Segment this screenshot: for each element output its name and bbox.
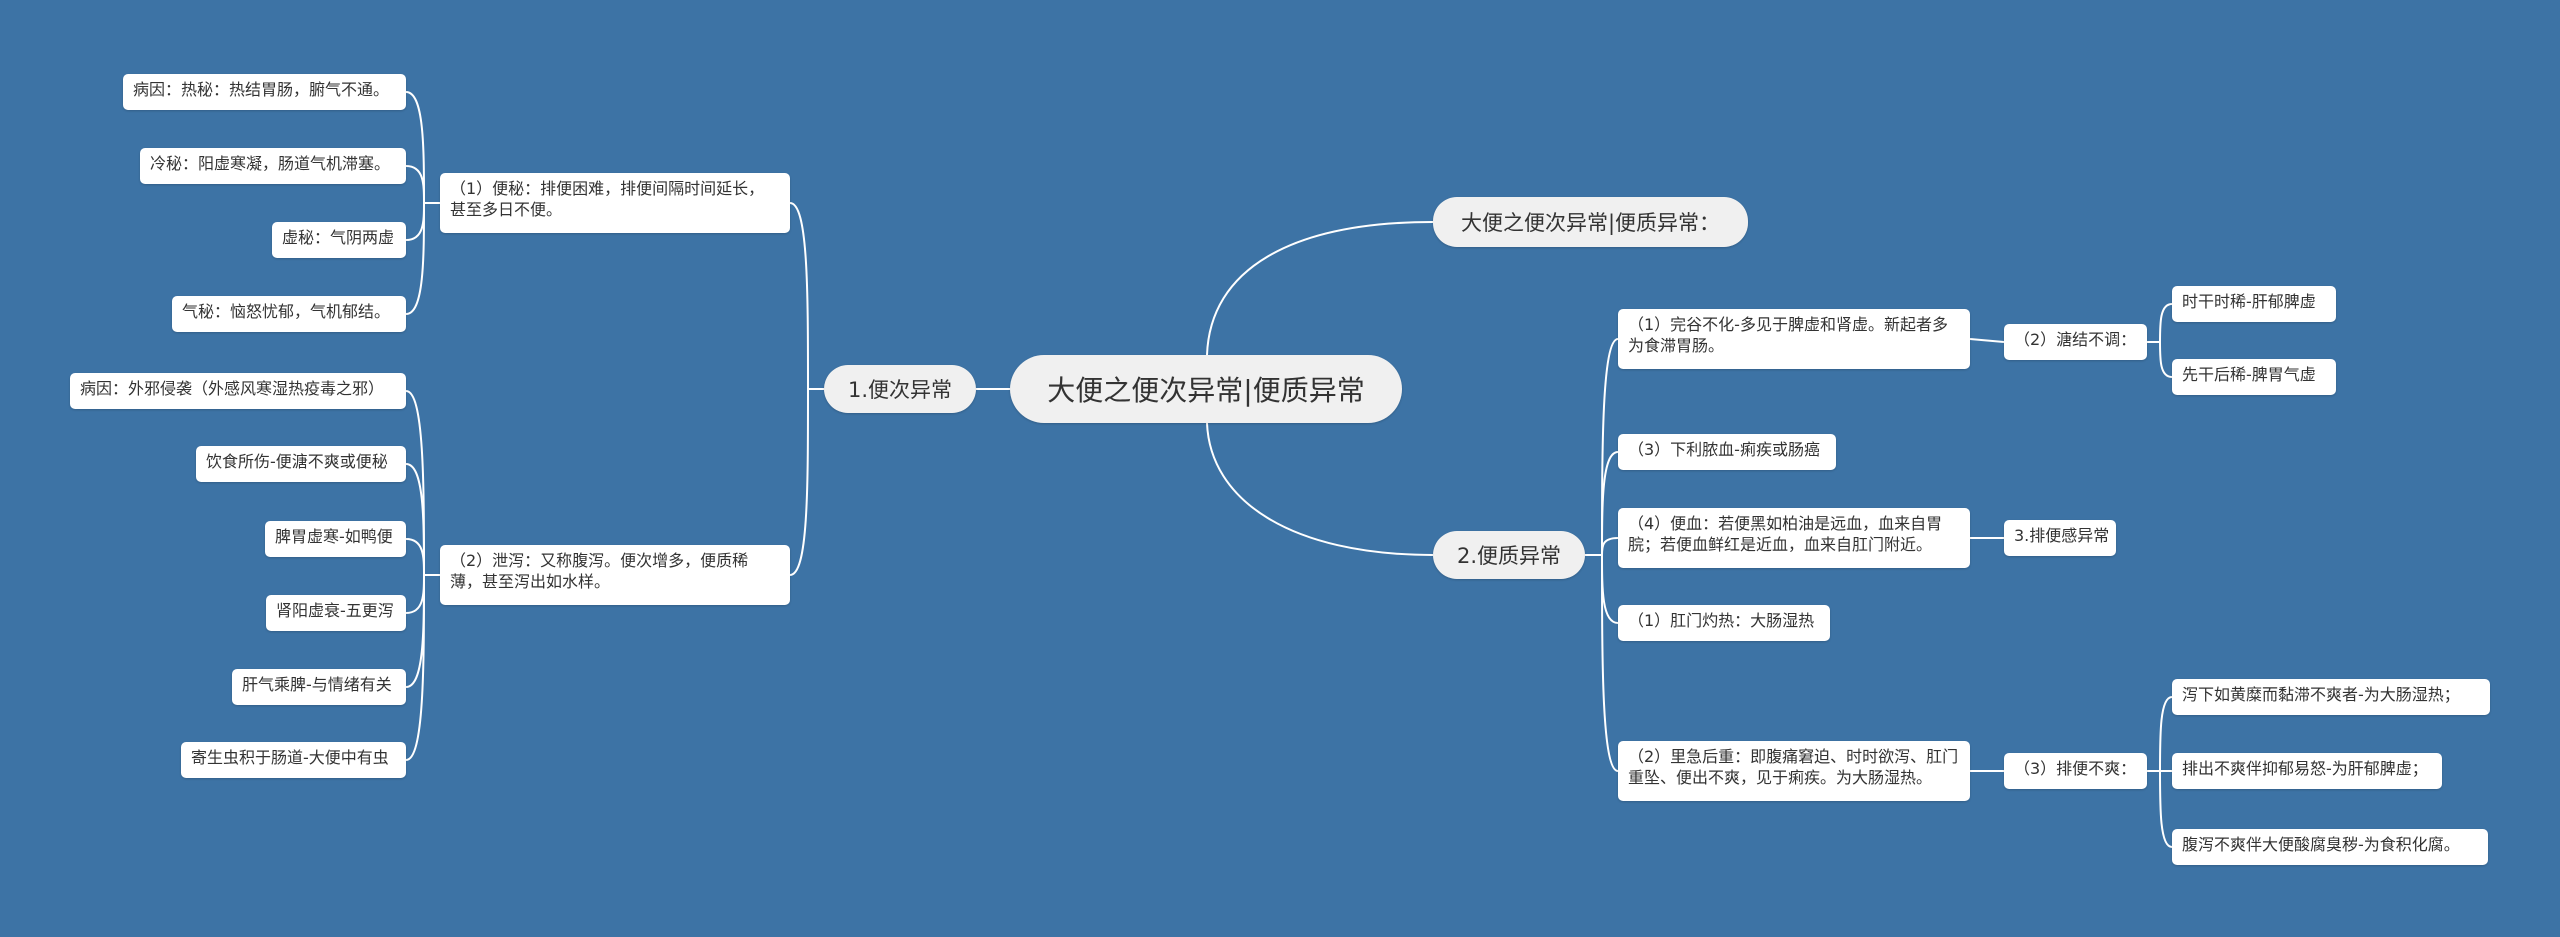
- spleen-stomach-cold[interactable]: 脾胃虚寒-如鸭便: [265, 521, 406, 557]
- incomplete-defecation-node[interactable]: （3）排便不爽：: [2004, 753, 2147, 789]
- bloody-dysentery-node[interactable]: （3）下利脓血-痢疾或肠癌: [1618, 434, 1836, 470]
- root-node[interactable]: 大便之便次异常|便质异常: [1010, 355, 1402, 423]
- diarrhea-cause[interactable]: 病因：外邪侵袭（外感风寒湿热疫毒之邪）: [70, 373, 406, 409]
- link-diarrhea-leaf-2: [405, 538, 425, 576]
- left-branch-node[interactable]: 1.便次异常: [824, 365, 976, 413]
- right-branch-node[interactable]: 2.便质异常: [1433, 531, 1585, 579]
- link-irregular-leaf-1: [2159, 341, 2173, 378]
- link-constipation-leaf-1: [405, 165, 425, 204]
- link-diarrhea-leaf-5: [405, 574, 425, 761]
- main-title-node[interactable]: 大便之便次异常|便质异常：: [1433, 197, 1748, 247]
- link-right-item-3: [1601, 554, 1619, 624]
- kidney-yang-decline[interactable]: 肾阳虚衰-五更泻: [266, 595, 406, 631]
- link-incomplete-leaf-0: [2159, 696, 2173, 772]
- link-right-item-4: [1601, 554, 1619, 772]
- link-root-right: [1206, 422, 1434, 556]
- irregular-stool-node[interactable]: （2）溏结不调：: [2004, 324, 2147, 360]
- anal-burning-node[interactable]: （1）肛门灼热：大肠湿热: [1618, 605, 1830, 641]
- qi-constipation[interactable]: 气秘：恼怒忧郁，气机郁结。: [172, 296, 406, 332]
- constipation-cause[interactable]: 病因：热秘：热结胃肠，腑气不通。: [123, 74, 406, 110]
- link-constipation-leaf-3: [405, 202, 425, 315]
- link-left-diarrhea: [789, 388, 809, 576]
- diarrhea-node[interactable]: （2）泄泻：又称腹泻。便次增多，便质稀薄，甚至泻出如水样。: [440, 545, 790, 605]
- link-root-main-title: [1206, 221, 1434, 356]
- link-diarrhea-leaf-4: [405, 574, 425, 688]
- link-right-item-1: [1601, 451, 1619, 556]
- sour-foul-stool[interactable]: 腹泻不爽伴大便酸腐臭秽-为食积化腐。: [2172, 829, 2488, 865]
- undigested-food-node[interactable]: （1）完谷不化-多见于脾虚和肾虚。新起者多为食滞胃肠。: [1618, 309, 1970, 369]
- constipation-node[interactable]: （1）便秘：排便困难，排便间隔时间延长，甚至多日不便。: [440, 173, 790, 233]
- liver-spleen[interactable]: 肝气乘脾-与情绪有关: [232, 669, 406, 705]
- depressed-irritable[interactable]: 排出不爽伴抑郁易怒-为肝郁脾虚；: [2172, 753, 2442, 789]
- link-constipation-leaf-0: [405, 91, 425, 204]
- defecation-feeling-node[interactable]: 3.排便感异常: [2004, 520, 2116, 556]
- link-incomplete-leaf-2: [2159, 770, 2173, 848]
- dry-then-loose[interactable]: 先干后稀-脾胃气虚: [2172, 359, 2336, 395]
- link-undigested-child: [1969, 338, 2005, 343]
- deficiency-constipation[interactable]: 虚秘：气阴两虚: [272, 222, 406, 258]
- link-left-constipation: [789, 202, 809, 390]
- yellow-sticky-stool[interactable]: 泻下如黄糜而黏滞不爽者-为大肠湿热；: [2172, 679, 2490, 715]
- link-diarrhea-leaf-1: [405, 463, 425, 576]
- link-constipation-leaf-2: [405, 202, 425, 241]
- tenesmus-node[interactable]: （2）里急后重：即腹痛窘迫、时时欲泻、肛门重坠、便出不爽，见于痢疾。为大肠湿热。: [1618, 741, 1970, 801]
- hematochezia-node[interactable]: （4）便血：若便黑如柏油是远血，血来自胃脘；若便血鲜红是近血，血来自肛门附近。: [1618, 508, 1970, 568]
- link-diarrhea-leaf-3: [405, 574, 425, 614]
- link-irregular-leaf-0: [2159, 303, 2173, 343]
- diet-injury[interactable]: 饮食所伤-便溏不爽或便秘: [196, 446, 406, 482]
- parasites[interactable]: 寄生虫积于肠道-大便中有虫: [181, 742, 406, 778]
- dry-loose-alternating[interactable]: 时干时稀-肝郁脾虚: [2172, 286, 2336, 322]
- link-right-item-0: [1601, 338, 1619, 556]
- cold-constipation[interactable]: 冷秘：阳虚寒凝，肠道气机滞塞。: [140, 148, 406, 184]
- link-right-item-2: [1601, 537, 1619, 556]
